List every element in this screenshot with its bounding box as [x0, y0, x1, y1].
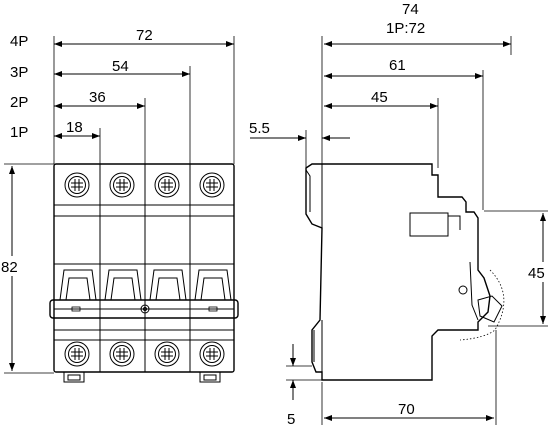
screw-icon	[199, 341, 225, 367]
height-dimension: 82	[0, 163, 54, 374]
pole-label-3p: 3P	[10, 64, 28, 81]
screw-icon	[64, 172, 90, 198]
handle-pin	[140, 304, 150, 314]
screw-icon	[154, 341, 180, 367]
pivot-icon	[458, 285, 468, 295]
din-clip-left	[63, 371, 85, 383]
dim-label-74: 74	[402, 1, 419, 18]
dim-label-5-5: 5.5	[249, 120, 270, 137]
screw-icon	[109, 341, 135, 367]
terminal-screws-bottom	[64, 341, 225, 367]
dim-label-5: 5	[287, 411, 295, 427]
dim-label-right-45: 45	[528, 265, 545, 282]
dim-label-70: 70	[398, 401, 415, 418]
dim-label-18: 18	[66, 119, 83, 136]
screw-icon	[109, 172, 135, 198]
pole-label-4p: 4P	[10, 33, 28, 50]
dim-label-54: 54	[112, 58, 129, 75]
dim-label-61: 61	[389, 57, 406, 74]
dim-label-72: 72	[136, 27, 153, 44]
front-view: 4P 3P 2P 1P 72 54 36 18 82	[0, 27, 239, 383]
width-dimensions: 72 54 36 18	[53, 27, 235, 164]
handle-side	[477, 295, 503, 323]
screw-icon	[154, 172, 180, 198]
dim-label-36: 36	[89, 89, 106, 106]
toggle-levers	[59, 269, 232, 301]
screw-icon	[64, 341, 90, 367]
handle-bar	[49, 299, 239, 319]
dim-label-82: 82	[1, 259, 18, 276]
breaker-side-profile	[305, 163, 491, 381]
pole-label-2p: 2P	[10, 94, 28, 111]
label-window	[409, 212, 449, 237]
din-clip-right	[199, 371, 221, 383]
breaker-front-body	[49, 163, 239, 383]
handle-swing-arc	[459, 269, 505, 341]
pole-label-1p: 1P	[10, 124, 28, 141]
side-view: 74 1P:72 61 45 5.5	[249, 1, 548, 427]
dim-label-45: 45	[371, 89, 388, 106]
terminal-screws-top	[64, 172, 225, 198]
screw-icon	[199, 172, 225, 198]
dim-label-1p72: 1P:72	[386, 20, 425, 37]
